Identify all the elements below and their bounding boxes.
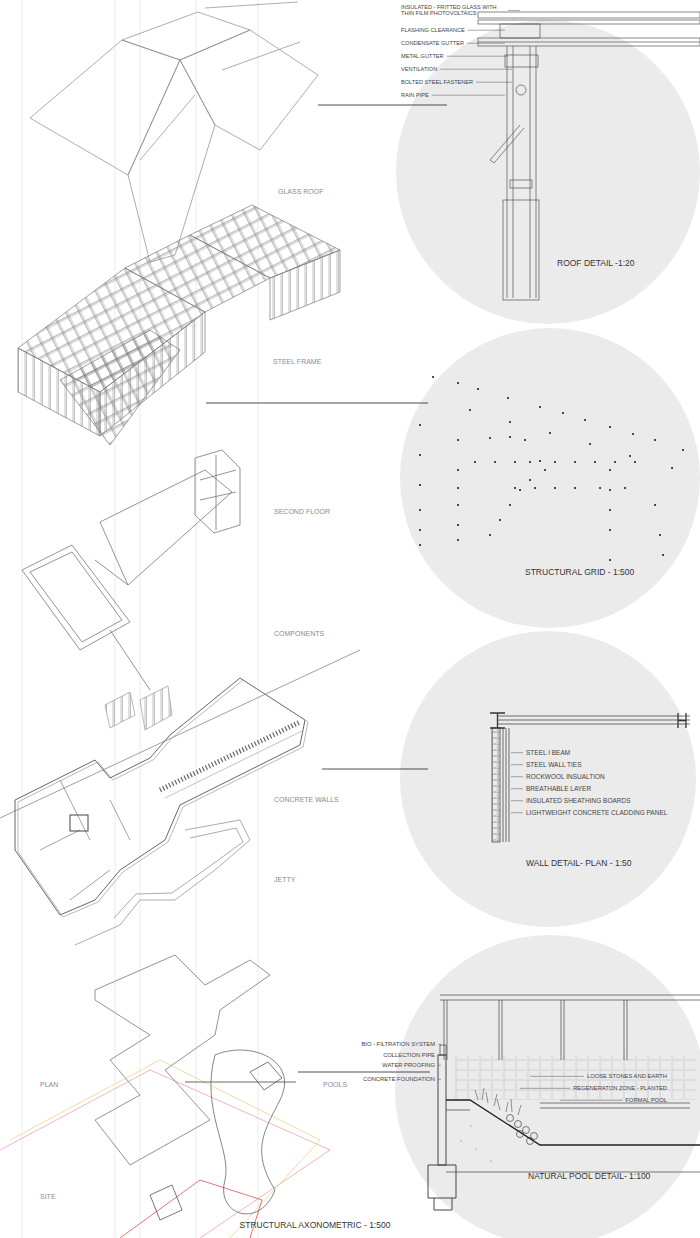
site-plan [0, 955, 330, 1238]
callout-label: BIO - FILTRATION SYSTEM [361, 1041, 435, 1048]
leader-line [530, 1076, 584, 1077]
circle-fill [395, 935, 700, 1238]
callout-label: FORMAL POOL [625, 1097, 667, 1104]
layer-label: SITE [38, 1193, 58, 1201]
circle-outline [396, 20, 700, 324]
callout-label: INSULATED SHEATHING BOARDS [526, 797, 631, 804]
leader-line [508, 10, 520, 11]
leader-line [520, 1088, 570, 1089]
callout-label: COLLECTION PIPE [383, 1052, 435, 1059]
concrete-walls [0, 650, 360, 917]
callout-label: CONDENSATE GUTTER [401, 40, 464, 46]
circle-fill [396, 20, 700, 324]
circle-fill [400, 631, 696, 927]
layer-label: COMPONENTS [272, 630, 326, 638]
layer-label: SECOND FLOOR [272, 508, 332, 516]
second-floor [22, 450, 240, 690]
steel-frame [18, 205, 340, 445]
callout-label: VENTILATION [401, 66, 437, 72]
callout-label: FLASHING CLEARANCE [401, 27, 465, 33]
callout-label: BREATHABLE LAYER [526, 785, 591, 792]
callout-label: LIGHTWEIGHT CONCRETE CLADDING PANEL [526, 809, 667, 816]
sheet-title: STRUCTURAL AXONOMETRIC - 1:500 [240, 1221, 391, 1231]
section-leader-lines [206, 105, 447, 1072]
layer-label: JETTY [272, 876, 297, 884]
callout-label: STEEL I BEAM [526, 749, 570, 756]
detail-title: ROOF DETAIL -1:20 [557, 259, 634, 269]
callout-label: REGENERATON ZONE - PLANTED [573, 1085, 667, 1092]
layer-label: POOLS [321, 1081, 349, 1089]
circle-outline [400, 328, 700, 628]
detail-circle: STRUCTURAL GRID - 1:500 [400, 328, 700, 628]
layer-label: PLAN [38, 1081, 60, 1089]
detail-circle: ROOF DETAIL -1:20 [396, 20, 700, 324]
layer-label: GLASS ROOF [276, 188, 326, 196]
layer-label: CONCRETE WALLS [272, 796, 341, 804]
jetty [75, 820, 250, 945]
callout-label: BOLTED STEEL FASTENER [401, 79, 473, 85]
detail-title: WALL DETAIL- PLAN - 1:50 [526, 859, 632, 869]
detail-title: STRUCTURAL GRID - 1:500 [525, 568, 634, 578]
layer-label: STEEL FRAME [271, 358, 323, 366]
callout-label: LOOSE STONES AND EARTH [587, 1073, 667, 1080]
circle-fill [400, 328, 700, 628]
detail-title: NATURAL POOL DETAIL- 1:100 [528, 1172, 650, 1182]
callout-label: RAIN PIPE [401, 92, 429, 98]
callout-label: INSULATED - FRITTED GLASS WITH THIN FILM… [401, 4, 505, 17]
callout-label: WATER PROOFING [382, 1062, 435, 1069]
callout-label: CONCRETE FOUNDATION [363, 1076, 435, 1083]
callout-label: ROCKWOOL INSUALTION [526, 773, 605, 780]
callout-label: METAL GUTTER [401, 53, 444, 59]
callout-label: STEEL WALL TIES [526, 761, 582, 768]
components [105, 686, 172, 730]
